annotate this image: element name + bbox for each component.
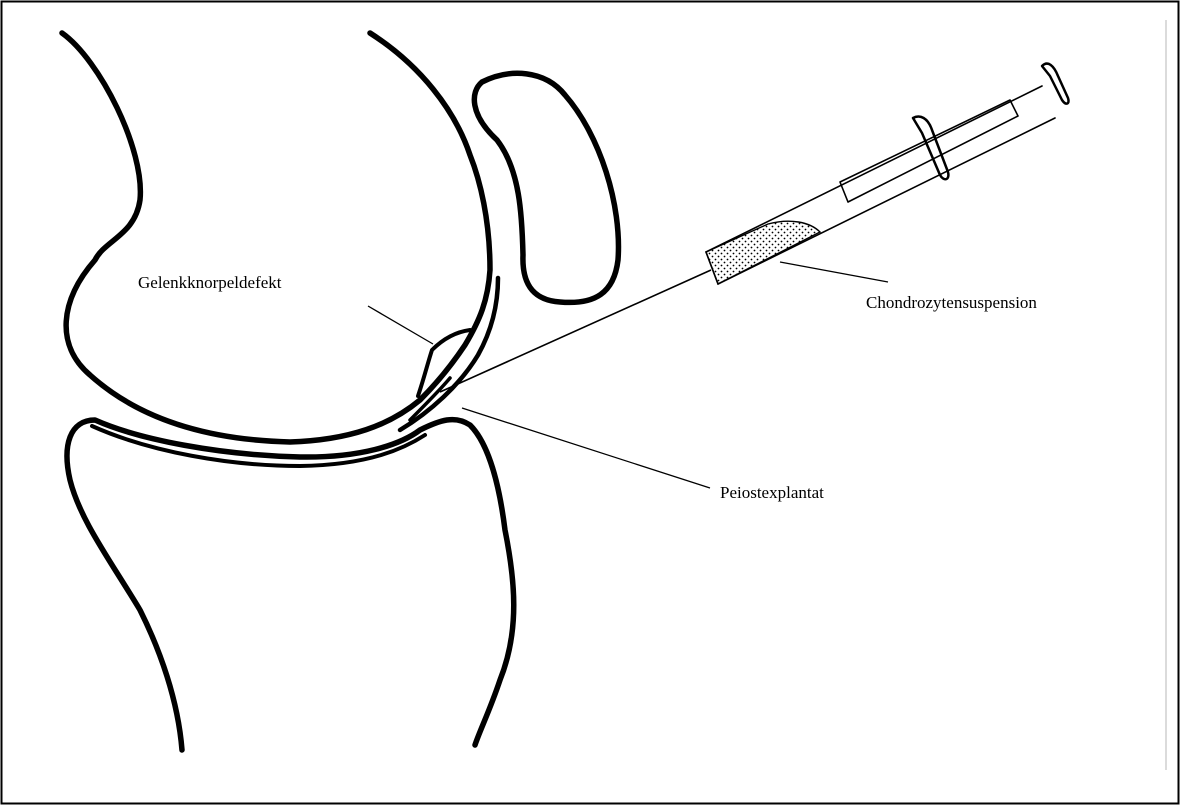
label-chondrocyte-suspension: Chondrozytensuspension (866, 293, 1037, 312)
label-cartilage-defect: Gelenkknorpeldefekt (138, 273, 282, 292)
label-periosteal-graft: Peiostexplantat (720, 483, 824, 502)
